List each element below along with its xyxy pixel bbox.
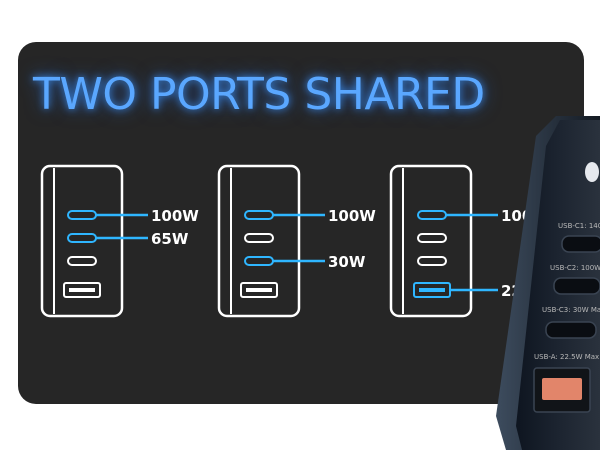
charger-product-image: USB-C1: 140W USB-C2: 100W Max USB-C3: 30… xyxy=(496,116,600,450)
charger-outline xyxy=(389,164,473,318)
usb-c1-port-icon xyxy=(244,210,274,220)
power-label: 100W xyxy=(151,207,199,225)
usb-c3-port-icon xyxy=(417,256,447,266)
usb-c1-port-icon xyxy=(67,210,97,220)
device-port-label: USB-C3: 30W Max xyxy=(542,306,600,314)
device-usb-c2-port xyxy=(553,277,600,295)
headline-title: TWO PORTS SHARED xyxy=(33,69,485,120)
usb-c2-port-icon xyxy=(67,233,97,243)
usb-c3-port-icon xyxy=(244,256,274,266)
usb-a-port-tongue xyxy=(69,288,95,292)
usb-a-port-tongue xyxy=(246,288,272,292)
device-usb-c3-port xyxy=(545,321,597,339)
indicator-light xyxy=(585,162,599,182)
device-port-label: USB-C1: 140W xyxy=(558,222,600,230)
power-label: 30W xyxy=(328,253,366,271)
usb-a-port-icon xyxy=(240,282,278,298)
device-usb-a-insert xyxy=(542,378,582,400)
usb-c2-port-icon xyxy=(417,233,447,243)
usb-c2-port-icon xyxy=(244,233,274,243)
power-label: 65W xyxy=(151,230,189,248)
device-usb-c1-port xyxy=(561,235,600,253)
charger-diagram-1: 100W 65W xyxy=(40,164,199,318)
device-port-label: USB-C2: 100W Max xyxy=(550,264,600,272)
usb-c1-port-icon xyxy=(417,210,447,220)
charger-diagram-2: 100W 30W xyxy=(217,164,376,318)
usb-a-port-tongue xyxy=(419,288,445,292)
charger-outline xyxy=(217,164,301,318)
background-panel: TWO PORTS SHARED xyxy=(18,42,584,404)
charger-outline xyxy=(40,164,124,318)
usb-a-port-icon xyxy=(63,282,101,298)
usb-c3-port-icon xyxy=(67,256,97,266)
device-port-label: USB-A: 22.5W Max xyxy=(534,353,599,361)
power-label: 100W xyxy=(328,207,376,225)
